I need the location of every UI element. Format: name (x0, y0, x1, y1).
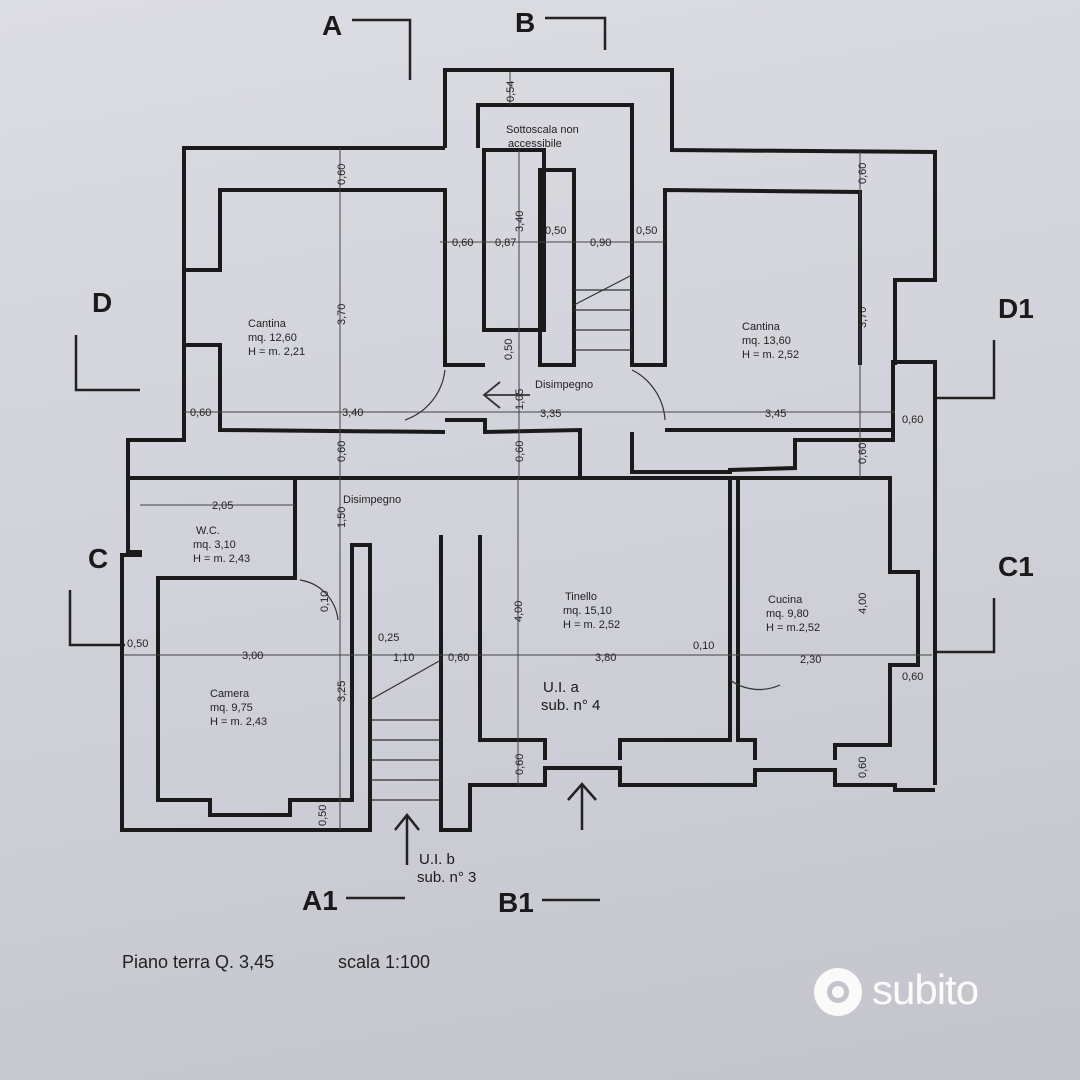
disimpegno-mid-label: Disimpegno (343, 494, 401, 506)
walls (120, 68, 937, 832)
dim-370-r: 3,70 (857, 307, 869, 328)
dim-110: 1,10 (393, 652, 414, 664)
dim-060-m3: 0,60 (857, 443, 869, 464)
dim-060-e: 0,60 (902, 671, 923, 683)
cantina-right-name: Cantina (742, 321, 781, 333)
tinello-area: mq. 15,10 (563, 605, 612, 617)
section-label-b: B (515, 7, 535, 38)
cantina-left-height: H = m. 2,21 (248, 346, 305, 358)
wc-name: W.C. (196, 525, 220, 537)
section-line-b (545, 16, 607, 50)
camera-name: Camera (210, 688, 250, 700)
sottoscala-label-1: Sottoscala non (506, 124, 579, 136)
ui-a-line-2: sub. n° 4 (541, 697, 600, 714)
disimpegno-top-label: Disimpegno (535, 379, 593, 391)
cantina-right-area: mq. 13,60 (742, 335, 791, 347)
wc-area: mq. 3,10 (193, 539, 236, 551)
sottoscala-label-2: accessibile (508, 138, 562, 150)
section-label-b1: B1 (498, 887, 534, 918)
tinello-height: H = m. 2,52 (563, 619, 620, 631)
dim-060-m1: 0,60 (336, 441, 348, 462)
camera-height: H = m. 2,43 (210, 716, 267, 728)
dim-230: 2,30 (800, 654, 821, 666)
cantina-right-height: H = m. 2,52 (742, 349, 799, 361)
dim-300: 3,00 (242, 650, 263, 662)
section-label-a: A (322, 10, 342, 41)
camera-area: mq. 9,75 (210, 702, 253, 714)
ui-a-line-1: U.I. a (543, 679, 580, 696)
section-line-d (74, 335, 140, 392)
room-labels: Sottoscala non accessibile Cantina mq. 1… (193, 124, 820, 886)
dim-010-b: 0,10 (693, 640, 714, 652)
dimension-lines (123, 72, 932, 830)
dim-087: 0,87 (495, 237, 516, 249)
cantina-left-name: Cantina (248, 318, 287, 330)
ui-b-line-1: U.I. b (419, 851, 455, 868)
dim-010-a: 0,10 (319, 591, 331, 612)
dim-050-b: 0,50 (636, 225, 657, 237)
dim-370-l: 3,70 (336, 304, 348, 325)
dim-060-s: 0,60 (448, 652, 469, 664)
dim-060-tr: 0,60 (857, 163, 869, 184)
dim-060-a: 0,60 (452, 237, 473, 249)
dim-050-c: 0,50 (503, 339, 515, 360)
dim-060-tl: 0,60 (336, 164, 348, 185)
section-line-c (68, 590, 125, 647)
wc-height: H = m. 2,43 (193, 553, 250, 565)
cucina-area: mq. 9,80 (766, 608, 809, 620)
arrows (394, 381, 597, 865)
dim-060-g: 0,60 (857, 757, 869, 778)
dim-205: 2,05 (212, 500, 233, 512)
cucina-name: Cucina (768, 594, 803, 606)
dim-050-e: 0,50 (317, 805, 329, 826)
subito-logo-icon (814, 968, 862, 1016)
ui-b-line-2: sub. n° 3 (417, 869, 476, 886)
dim-060-r: 0,60 (902, 414, 923, 426)
cantina-left-area: mq. 12,60 (248, 332, 297, 344)
section-label-c1: C1 (998, 551, 1034, 582)
dim-150: 1,50 (336, 507, 348, 528)
dim-400-b: 4,00 (857, 593, 869, 614)
section-line-d1 (935, 340, 996, 400)
dimension-numbers: 0,54 3,40 0,60 0,60 0,60 0,87 0,50 0,90 … (127, 81, 923, 826)
dim-090: 0,90 (590, 237, 611, 249)
dim-105: 1,05 (514, 389, 526, 410)
dim-345: 3,45 (765, 408, 786, 420)
dim-380: 3,80 (595, 652, 616, 664)
section-label-d1: D1 (998, 293, 1034, 324)
dim-060-f: 0,60 (514, 754, 526, 775)
dim-050-d: 0,50 (127, 638, 148, 650)
scale-caption: scala 1:100 (338, 952, 430, 972)
section-label-c: C (88, 543, 108, 574)
section-line-a (352, 18, 412, 80)
dim-060-l: 0,60 (190, 407, 211, 419)
subito-watermark: subito (812, 964, 1032, 1020)
section-label-d: D (92, 287, 112, 318)
cucina-height: H = m.2,52 (766, 622, 820, 634)
section-label-a1: A1 (302, 885, 338, 916)
dim-340: 3,40 (514, 211, 526, 232)
section-line-c1 (935, 598, 996, 654)
dim-325: 3,25 (336, 681, 348, 702)
dim-340-w: 3,40 (342, 407, 363, 419)
stairs (299, 274, 781, 801)
floor-caption: Piano terra Q. 3,45 (122, 952, 274, 972)
subito-logo-text: subito (872, 966, 979, 1013)
tinello-name: Tinello (565, 591, 597, 603)
dim-400-a: 4,00 (513, 601, 525, 622)
dim-050-a: 0,50 (545, 225, 566, 237)
dim-054: 0,54 (505, 81, 517, 102)
dim-060-m2: 0,60 (514, 441, 526, 462)
dim-335: 3,35 (540, 408, 561, 420)
dim-025: 0,25 (378, 632, 399, 644)
